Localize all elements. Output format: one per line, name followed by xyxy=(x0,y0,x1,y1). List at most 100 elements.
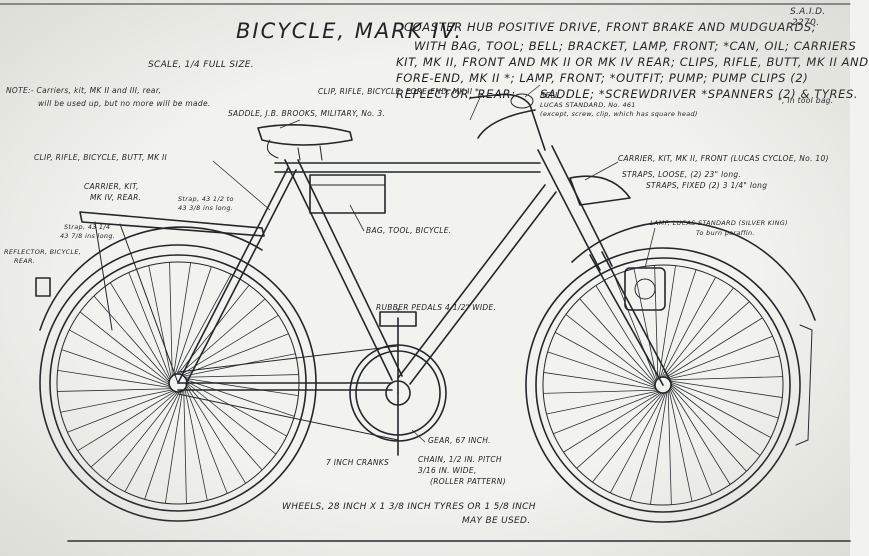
label-strap-small-2: 43 7/8 ins long. xyxy=(60,232,116,240)
tool-bag xyxy=(309,174,386,214)
label-strap-long-1: Strap, 43 1/2 to xyxy=(178,195,234,203)
rear-spoke xyxy=(90,391,177,468)
label-saddle: SADDLE, J.B. BROOKS, MILITARY, No. 3. xyxy=(228,109,386,118)
rear-spoke xyxy=(174,266,212,375)
rear-spokes xyxy=(57,262,299,504)
front-carrier xyxy=(569,175,631,206)
front-spoke xyxy=(546,390,658,415)
description-line-2: WITH BAG, TOOL; BELL; BRACKET, LAMP, FRO… xyxy=(414,39,857,53)
front-hub xyxy=(654,376,672,394)
label-chain-2: 3/16 IN. WIDE, xyxy=(418,466,477,475)
description-line-5: REFLECTOR, REAR; xyxy=(396,87,516,101)
rear-carrier xyxy=(79,211,265,237)
handlebar-stem xyxy=(469,93,546,151)
rear-spoke xyxy=(109,282,170,381)
front-spoke xyxy=(595,285,656,383)
leader-saddle xyxy=(279,119,301,129)
seat-tube-edge xyxy=(297,159,403,377)
rear-spoke xyxy=(79,311,170,384)
front-spoke xyxy=(669,376,783,381)
rear-spoke xyxy=(164,390,183,504)
head-tube-edge xyxy=(551,145,613,267)
rear-reflector xyxy=(35,277,51,297)
front-spoke xyxy=(592,392,664,483)
rear-spoke xyxy=(184,374,299,378)
front-mudguard-stay xyxy=(795,324,813,446)
down-tube-edge xyxy=(409,191,557,385)
front-lamp xyxy=(624,267,666,311)
front-spoke xyxy=(670,387,731,485)
saddle-springs xyxy=(266,139,323,161)
tool-bag-footnote: *, In tool bag. xyxy=(778,96,834,105)
front-spoke xyxy=(665,317,763,378)
front-spoke xyxy=(668,390,693,502)
leader-bag xyxy=(349,204,365,232)
scale-note: SCALE, 1/4 FULL SIZE. xyxy=(148,60,254,70)
front-spoke xyxy=(668,355,780,380)
label-straps-fixed: STRAPS, FIXED (2) 3 1/4" long xyxy=(646,181,768,190)
front-spoke xyxy=(610,392,665,494)
rear-spoke xyxy=(106,391,179,482)
front-rim xyxy=(542,264,784,506)
leader-bell xyxy=(524,84,541,98)
front-tyre-outer xyxy=(525,247,801,523)
label-bell-detail: LUCAS STANDARD, No. 461 xyxy=(540,101,636,109)
bell xyxy=(510,93,534,109)
seat-stay-edge xyxy=(185,169,297,385)
label-wheels-1: WHEELS, 28 INCH X 1 3/8 INCH TYRES OR 1 … xyxy=(282,502,536,512)
description-line-4: FORE-END, MK II *; LAMP, FRONT; *OUTFIT;… xyxy=(396,71,809,85)
handlebar xyxy=(477,109,536,139)
chain xyxy=(177,345,399,441)
description-line-3: KIT, MK II, FRONT AND MK II OR MK IV REA… xyxy=(396,55,869,69)
front-tyre-inner xyxy=(535,257,791,513)
front-spoke xyxy=(664,301,750,378)
rear-spoke xyxy=(144,391,182,500)
label-bell-detail-2: (except, screw, clip, which has square h… xyxy=(540,110,698,118)
front-spoke xyxy=(661,276,716,378)
bicycle-drawing xyxy=(0,3,851,542)
head-tube xyxy=(537,149,601,271)
front-spoke xyxy=(670,381,779,419)
rear-spoke xyxy=(124,391,180,492)
front-mudguard xyxy=(571,220,816,321)
rear-spoke xyxy=(169,262,173,377)
front-spoke xyxy=(670,383,772,438)
label-carrier-rear-1: CARRIER, KIT, xyxy=(84,182,139,191)
leader-lines xyxy=(212,84,656,443)
down-tube xyxy=(397,184,546,379)
leader-carrier-front xyxy=(584,161,619,181)
rear-spoke xyxy=(61,349,170,387)
front-spoke xyxy=(629,392,667,501)
rear-carrier-stays xyxy=(94,221,179,384)
front-spoke xyxy=(579,298,656,384)
label-strap-long-2: 43 3/8 ins long. xyxy=(178,204,234,212)
label-straps-loose: STRAPS, LOOSE, (2) 23" long. xyxy=(622,170,742,179)
front-spoke xyxy=(543,372,657,390)
front-spoke xyxy=(563,392,661,453)
label-pedals: RUBBER PEDALS 4 1/2" WIDE. xyxy=(376,303,497,312)
front-spoke xyxy=(554,332,656,387)
front-spoke xyxy=(670,384,761,456)
description-line-1: COASTER HUB POSITIVE DRIVE, FRONT BRAKE … xyxy=(404,20,817,34)
drawing-number: 2270. xyxy=(792,18,820,28)
label-lamp-2: To burn paraffin. xyxy=(696,229,755,237)
rear-spoke xyxy=(93,295,170,382)
label-reflector-2: REAR. xyxy=(14,257,36,265)
rear-spoke xyxy=(57,388,172,392)
leader-lamp xyxy=(644,227,656,269)
front-spoke xyxy=(654,265,659,379)
description-line-6: SADDLE; *SCREWDRIVER *SPANNERS (2) & TYR… xyxy=(540,87,859,101)
front-spoke xyxy=(565,314,656,386)
leader-butt xyxy=(212,160,271,211)
rear-spoke xyxy=(57,369,171,388)
label-chain-3: (ROLLER PATTERN) xyxy=(430,477,506,486)
rear-spoke xyxy=(186,382,277,455)
front-spoke xyxy=(613,275,657,382)
said-code: S.A.I.D. xyxy=(790,7,826,17)
rear-spoke xyxy=(183,389,187,504)
front-spoke xyxy=(543,389,657,394)
front-spoke xyxy=(633,268,658,380)
label-bag-tool: BAG, TOOL, BICYCLE. xyxy=(366,226,452,235)
note-line-2: will be used up, but no more will be mad… xyxy=(38,99,211,108)
